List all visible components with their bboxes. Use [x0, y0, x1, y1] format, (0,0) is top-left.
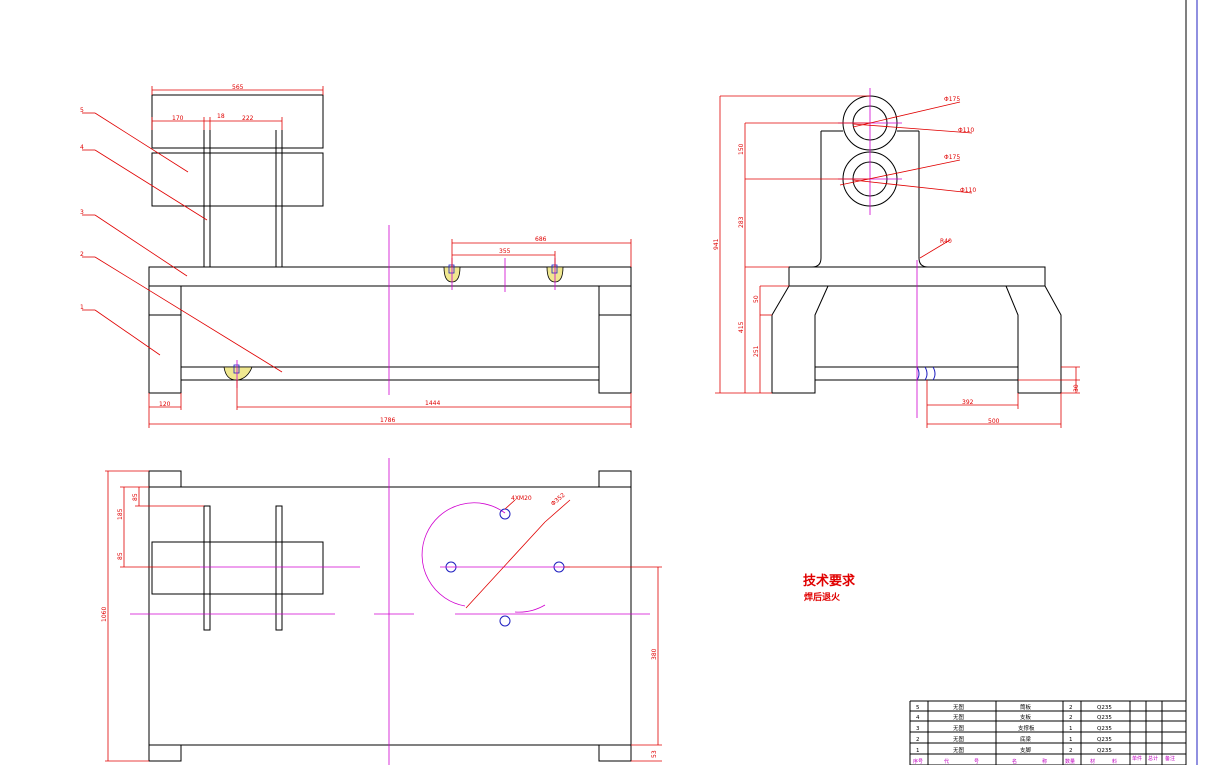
- dim-380: 380: [651, 648, 658, 660]
- svg-text:底梁: 底梁: [1020, 735, 1032, 743]
- svg-text:2: 2: [1069, 705, 1073, 711]
- dim-392: 392: [962, 399, 974, 406]
- svg-text:序号: 序号: [913, 758, 923, 765]
- dim-283: 283: [738, 216, 745, 228]
- svg-text:Q235: Q235: [1097, 737, 1112, 743]
- svg-text:Q235: Q235: [1097, 705, 1112, 711]
- top-view-dimensions: 1060 185 85 85 Φ352 4XM20 380 53: [101, 470, 662, 762]
- svg-text:支板: 支板: [1020, 713, 1032, 721]
- parts-row: 1 无图 支脚 2 Q235: [916, 746, 1112, 754]
- dim-150: 150: [738, 143, 745, 155]
- svg-text:Q235: Q235: [1097, 715, 1112, 721]
- svg-text:支脚: 支脚: [1020, 746, 1032, 754]
- dim-1444: 1444: [425, 400, 440, 407]
- side-view-dimensions: 941 150 283 415 50 251 Φ175 Φ110 Φ175 Φ1…: [713, 95, 1080, 428]
- svg-text:2: 2: [1069, 748, 1073, 754]
- top-view: [130, 458, 650, 765]
- dim-251: 251: [753, 345, 760, 357]
- tech-title: 技术要求: [803, 573, 856, 589]
- dim-85-upper: 85: [132, 493, 139, 501]
- parts-row: 2 无图 底梁 1 Q235: [916, 735, 1112, 743]
- svg-text:5: 5: [916, 705, 920, 711]
- svg-text:支撑板: 支撑板: [1018, 724, 1035, 732]
- side-view: [771, 88, 1062, 418]
- front-view-dimensions: 565 170 18 222 686 355 120 1444 1786: [148, 84, 632, 428]
- dim-686: 686: [535, 236, 547, 243]
- dim-phi175-top: Φ175: [944, 96, 960, 103]
- svg-text:Q235: Q235: [1097, 748, 1112, 754]
- tech-item: 焊后退火: [804, 591, 841, 603]
- balloon-1: 1: [80, 304, 84, 311]
- svg-text:备注: 备注: [1165, 755, 1175, 762]
- front-view: [148, 94, 632, 395]
- part-balloons: 5 4 3 2 1: [80, 107, 283, 373]
- dim-415: 415: [738, 321, 745, 333]
- dim-50: 50: [753, 295, 760, 303]
- svg-text:无图: 无图: [953, 713, 965, 721]
- svg-text:筒板: 筒板: [1020, 703, 1032, 711]
- balloon-4: 4: [80, 144, 84, 151]
- parts-list: 5 无图 筒板 2 Q235 4 无图 支板 2 Q235 3 无图 支撑板 1…: [909, 700, 1187, 765]
- svg-text:无图: 无图: [953, 703, 965, 711]
- dim-phi175-bottom: Φ175: [944, 154, 960, 161]
- svg-text:Q235: Q235: [1097, 726, 1112, 732]
- svg-text:材: 材: [1090, 758, 1095, 765]
- dim-941: 941: [713, 238, 720, 250]
- svg-text:无图: 无图: [953, 724, 965, 732]
- dim-phi110-top: Φ110: [958, 127, 974, 134]
- dim-170: 170: [172, 115, 184, 122]
- svg-text:料: 料: [1112, 758, 1117, 765]
- parts-row: 4 无图 支板 2 Q235: [916, 713, 1112, 721]
- dim-30: 30: [1073, 384, 1080, 392]
- dim-holes: 4XM20: [511, 495, 532, 502]
- dim-r40: R40: [940, 238, 952, 245]
- parts-row: 3 无图 支撑板 1 Q235: [916, 724, 1112, 732]
- parts-row: 5 无图 筒板 2 Q235: [916, 703, 1112, 711]
- drawing-frame: [1185, 0, 1198, 765]
- dim-53: 53: [651, 750, 658, 758]
- dim-1060: 1060: [101, 607, 108, 622]
- svg-text:1: 1: [916, 748, 920, 754]
- svg-text:2: 2: [1069, 715, 1073, 721]
- svg-text:名: 名: [1012, 758, 1017, 765]
- svg-text:号: 号: [974, 759, 979, 765]
- svg-text:1: 1: [1069, 737, 1073, 743]
- dim-18: 18: [217, 113, 225, 120]
- svg-text:1: 1: [1069, 726, 1073, 732]
- dim-185: 185: [117, 508, 124, 520]
- svg-text:无图: 无图: [953, 746, 965, 754]
- svg-text:数量: 数量: [1065, 758, 1075, 765]
- svg-text:2: 2: [916, 737, 920, 743]
- technical-requirements: 技术要求 焊后退火: [803, 573, 856, 603]
- dim-355: 355: [499, 248, 511, 255]
- balloon-5: 5: [80, 107, 84, 114]
- balloon-2: 2: [80, 251, 84, 258]
- svg-text:3: 3: [916, 726, 920, 732]
- dim-565: 565: [232, 84, 244, 91]
- svg-text:无图: 无图: [953, 735, 965, 743]
- dim-500: 500: [988, 418, 1000, 425]
- dim-1786: 1786: [380, 417, 395, 424]
- dim-120: 120: [159, 401, 171, 408]
- dim-222: 222: [242, 115, 254, 122]
- dim-phi110-bottom: Φ110: [960, 187, 976, 194]
- parts-header: 序号 代 号 名 称 数量 材 料 单件 总计 备注: [913, 755, 1175, 765]
- dim-85-lower: 85: [117, 552, 124, 560]
- svg-text:代: 代: [944, 758, 949, 765]
- svg-text:总计: 总计: [1148, 755, 1158, 762]
- svg-text:称: 称: [1042, 758, 1047, 765]
- svg-text:4: 4: [916, 715, 920, 721]
- svg-text:单件: 单件: [1132, 755, 1142, 762]
- balloon-3: 3: [80, 209, 84, 216]
